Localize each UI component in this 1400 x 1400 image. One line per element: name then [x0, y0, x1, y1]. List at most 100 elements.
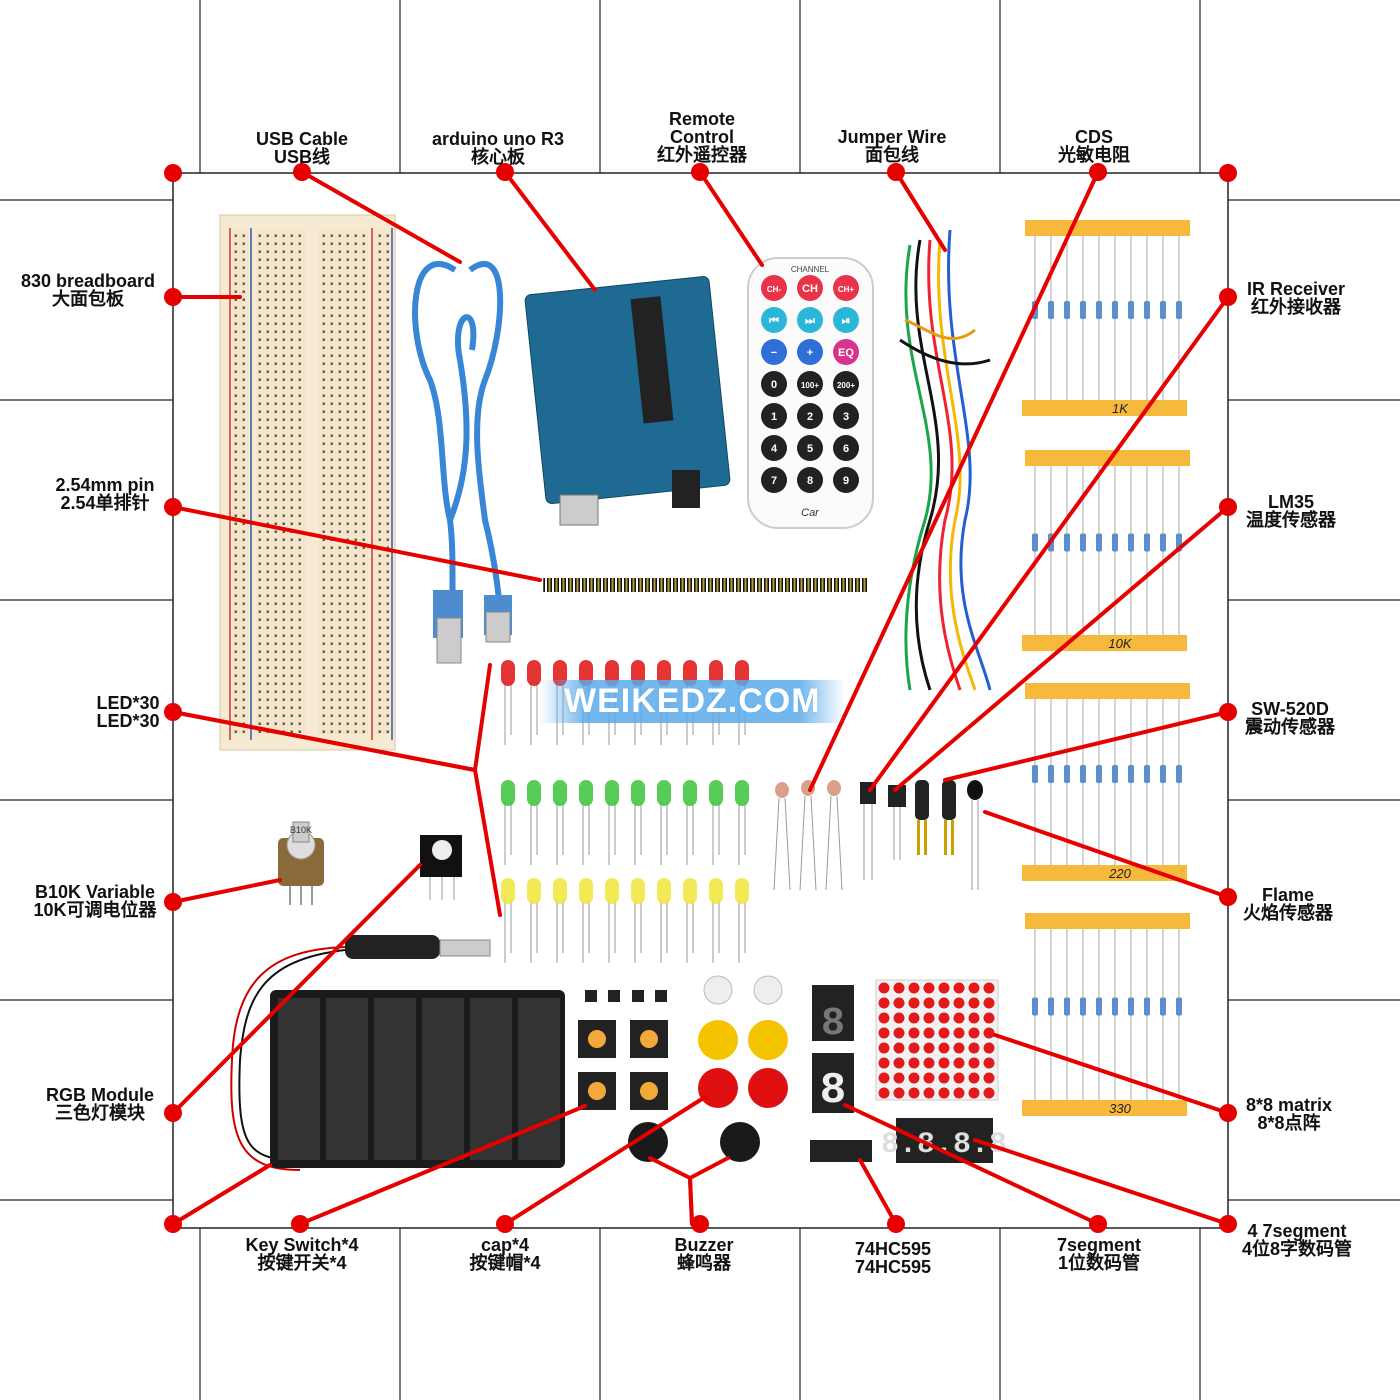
remote-key-label: CH	[802, 283, 818, 295]
remote-key-label: 0	[771, 379, 777, 391]
svg-text:8: 8	[820, 1066, 846, 1116]
cds-photoresistors	[773, 780, 843, 891]
callout-line	[687, 1156, 730, 1226]
lm35-part	[888, 785, 906, 860]
remote-channel-text: CHANNEL	[791, 265, 830, 274]
resistor-tape-label: 330	[1109, 1101, 1131, 1116]
potentiometer: B10K	[278, 821, 324, 905]
callout-dot	[1089, 163, 1107, 181]
remote-key	[797, 371, 823, 397]
remote-key-label: CH-	[767, 285, 782, 294]
callout-line	[973, 1138, 1230, 1226]
remote-key-label: EQ	[838, 347, 854, 359]
remote-key	[761, 403, 787, 429]
callout-line	[868, 295, 1230, 792]
callout-dot	[1219, 888, 1237, 906]
callout-line	[894, 170, 947, 252]
usb-cable	[412, 261, 504, 621]
remote-key-label: 1	[771, 411, 777, 423]
remote-brand: Car	[801, 507, 820, 519]
callout-line	[503, 170, 597, 292]
remote-key	[761, 275, 787, 301]
callout-line	[993, 1033, 1230, 1115]
remote-key-label: 4	[771, 443, 778, 455]
callout-dot	[164, 893, 182, 911]
key-switches	[578, 990, 668, 1110]
remote-key-label: 5	[807, 443, 813, 455]
remote-key-label: ⏮	[769, 315, 779, 327]
remote-key-label: 2	[807, 411, 813, 423]
callout-dot	[164, 164, 182, 182]
remote-key	[797, 275, 823, 301]
resistor-tape-label: 220	[1108, 866, 1131, 881]
callout-dot	[1219, 1104, 1237, 1122]
callout-line	[893, 505, 1230, 792]
callout-line	[858, 1158, 898, 1226]
ir-receiver-part	[860, 782, 876, 880]
callout-dot	[496, 1215, 514, 1233]
remote-key-label: −	[771, 347, 777, 359]
callout-line	[171, 1163, 272, 1226]
remote-key-label: 7	[771, 475, 777, 487]
resistor-tape-label: 1K	[1112, 401, 1129, 416]
callout-line	[171, 663, 492, 773]
jumper-wires	[899, 229, 992, 691]
callout-dot	[1219, 1215, 1237, 1233]
remote-key-label: 8	[807, 475, 813, 487]
callout-line	[843, 1103, 1100, 1226]
remote-key	[833, 275, 859, 301]
callout-dot	[1219, 498, 1237, 516]
callout-line	[648, 1156, 694, 1226]
callout-dot	[887, 163, 905, 181]
remote-key-label: ⏯	[842, 315, 851, 327]
svg-text:8: 8	[821, 1002, 845, 1047]
callout-dot	[164, 703, 182, 721]
remote-key	[797, 435, 823, 461]
remote-key	[797, 339, 823, 365]
remote-key	[833, 435, 859, 461]
remote-key	[761, 435, 787, 461]
callout-dot	[1089, 1215, 1107, 1233]
remote-key	[797, 403, 823, 429]
callout-dot	[291, 1215, 309, 1233]
callout-line	[698, 170, 764, 267]
callout-dot	[164, 498, 182, 516]
remote-key	[833, 467, 859, 493]
callout-line	[298, 1104, 587, 1226]
callout-dot	[164, 1104, 182, 1122]
flame-sensor-part	[967, 780, 983, 890]
callout-dot	[691, 163, 709, 181]
seven-segment-4: 8.8.8.8	[881, 1118, 1007, 1163]
remote-key	[797, 307, 823, 333]
remote-key	[797, 467, 823, 493]
callout-line	[943, 710, 1230, 782]
watermark: WEIKEDZ.COM	[540, 680, 845, 723]
remote-key	[833, 371, 859, 397]
pot-label: B10K	[290, 825, 312, 835]
callout-dot	[1219, 288, 1237, 306]
callout-line	[808, 170, 1100, 792]
remote-key-label: +	[807, 347, 813, 359]
callout-dot	[496, 163, 514, 181]
buzzers	[628, 1122, 760, 1162]
resistor-tape-label: 10K	[1108, 636, 1132, 651]
callout-dot	[1219, 164, 1237, 182]
remote-key	[761, 307, 787, 333]
breadboard	[219, 214, 396, 751]
remote-key-label: 200+	[837, 381, 855, 390]
